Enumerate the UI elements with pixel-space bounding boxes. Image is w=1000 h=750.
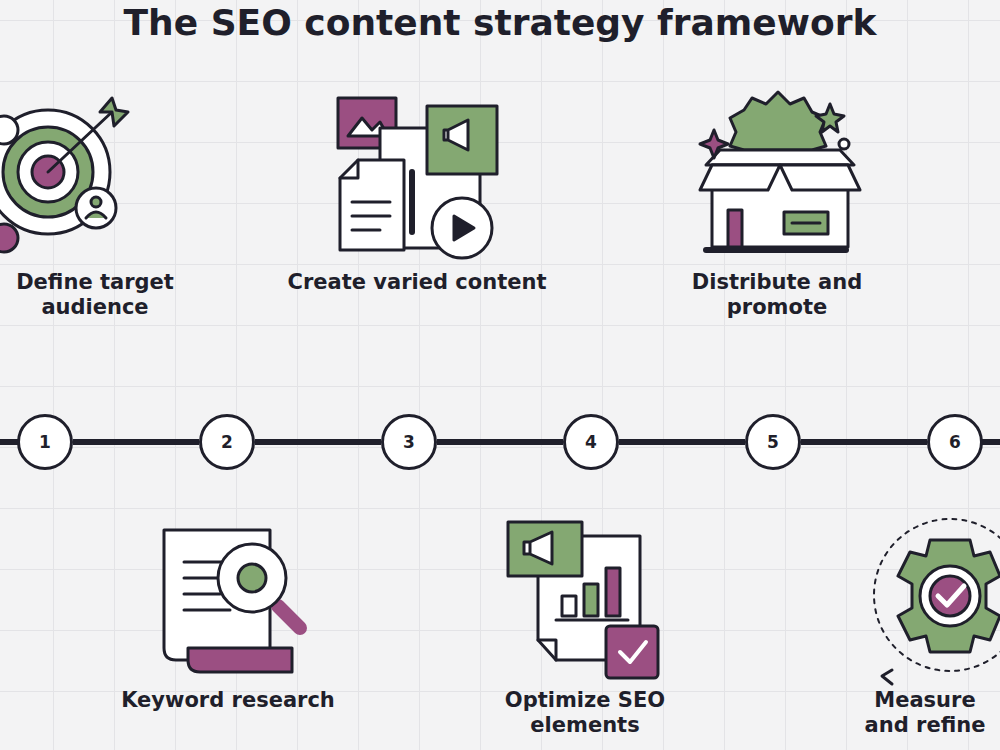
connector-line [255,439,381,445]
step-label: Measure and refine [860,688,990,738]
step-number: 3 [403,432,415,452]
timeline-connector [437,442,563,443]
step-label: Optimize SEO elements [480,688,690,738]
step-number: 5 [767,432,779,452]
step-circle: 4 [563,414,619,470]
timeline-connector [255,442,381,443]
step-circle: 2 [199,414,255,470]
timeline-connector [801,442,927,443]
connector-line [619,439,745,445]
step-circle: 3 [381,414,437,470]
connector-line [437,439,563,445]
step-label: Create varied content [257,270,577,295]
connector-line [801,439,927,445]
step-circle: 1 [17,414,73,470]
timeline-connector [619,442,745,443]
timeline-connector [73,442,199,443]
step-circle: 6 [927,414,983,470]
step-number: 4 [585,432,597,452]
step-number: 6 [949,432,961,452]
connector-line [73,439,199,445]
step-label: Keyword research [98,688,358,713]
diagram-title: The SEO content strategy framework [0,2,1000,43]
step-label: Distribute and promote [682,270,872,320]
step-number: 1 [39,432,51,452]
step-number: 2 [221,432,233,452]
step-label: Define target audience [5,270,185,320]
step-circle: 5 [745,414,801,470]
